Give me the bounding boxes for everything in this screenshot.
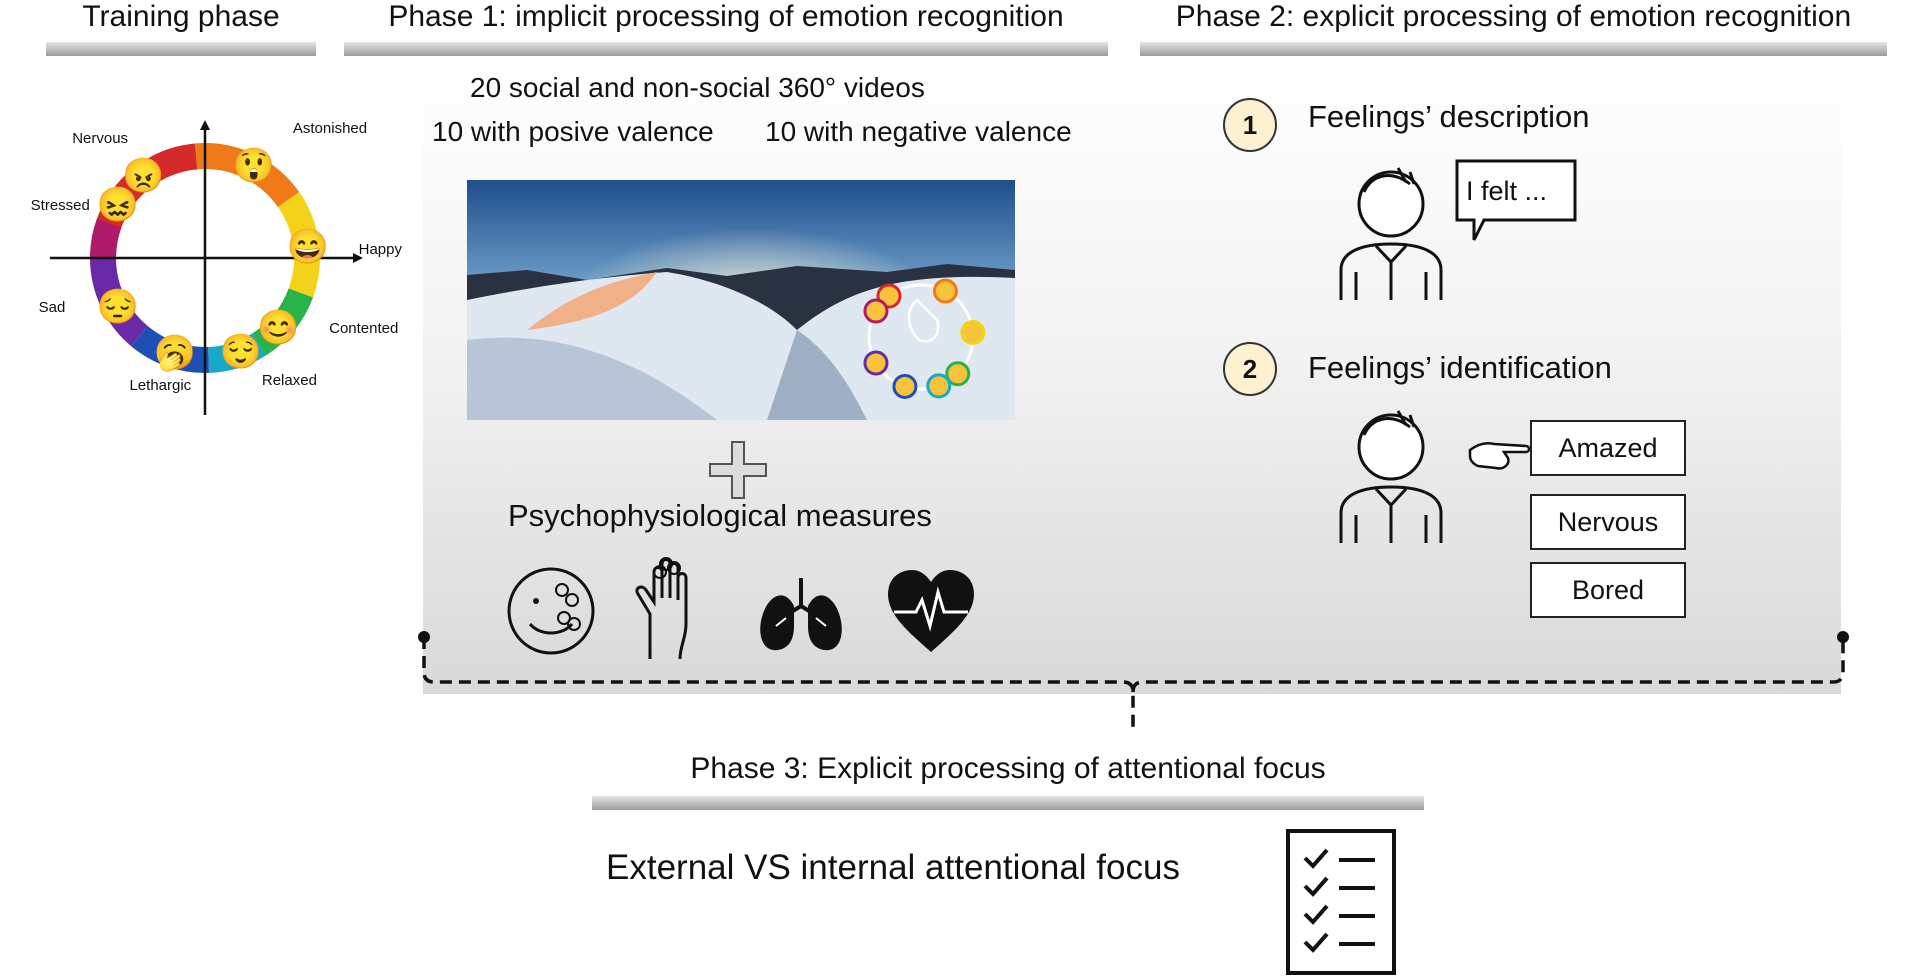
emotion-label-lethargic: Lethargic	[129, 377, 192, 394]
mini-emoji-happy	[960, 319, 986, 345]
emoji-nervous: 😠	[122, 156, 165, 195]
phase1-header: Phase 1: implicit processing of emotion …	[388, 0, 1064, 33]
emoji-astonished: 😲	[232, 146, 276, 185]
step2-label: Feelings’ identification	[1308, 350, 1612, 385]
mini-emoji-contented	[945, 361, 971, 387]
mini-emoji-relaxed	[926, 373, 952, 399]
option-bored[interactable]: Bored	[1530, 562, 1686, 618]
mini-emotion-wheel	[863, 278, 986, 399]
mini-emoji-stressed	[863, 298, 889, 324]
training-phase-header: Training phase	[82, 0, 280, 33]
mini-emoji-lethargic	[892, 373, 918, 399]
checklist-icon	[1286, 829, 1396, 975]
speech-bubble	[1455, 159, 1577, 241]
emotion-label-happy: Happy	[358, 241, 402, 259]
mini-emoji-sad	[863, 350, 889, 376]
positive-valence-line: 10 with posive valence	[432, 116, 714, 147]
person-icon	[1339, 410, 1443, 543]
hand-electrodes-icon	[635, 557, 688, 660]
speech-bubble-text: I felt ...	[1466, 176, 1548, 206]
wheel-y-arrow	[200, 120, 210, 130]
step2-badge: 2	[1223, 342, 1277, 396]
person-icon	[1339, 167, 1443, 300]
training-header-bar	[46, 42, 316, 56]
phase1-header-bar	[344, 42, 1108, 56]
emoji-lethargic: 🥱	[153, 334, 196, 372]
phase2-header: Phase 2: explicit processing of emotion …	[1175, 0, 1852, 33]
emotion-label-astonished: Astonished	[292, 119, 368, 137]
pointing-hand-icon	[1468, 442, 1531, 470]
emotion-label-sad: Sad	[38, 299, 66, 316]
phase3-header: Phase 3: Explicit processing of attentio…	[690, 752, 1326, 785]
emoji-relaxed: 😌	[219, 332, 263, 371]
negative-valence-line: 10 with negative valence	[765, 116, 1072, 147]
mini-emoji-astonished	[932, 278, 958, 304]
emoji-sad: 😔	[96, 288, 139, 326]
lungs-icon	[760, 578, 842, 651]
emotion-label-stressed: Stressed	[30, 197, 90, 214]
wheel-segment-sad	[90, 257, 149, 347]
phase3-header-bar	[592, 796, 1424, 810]
wheel-segment-astonished	[194, 143, 300, 208]
wheel-segment-lethargic	[131, 325, 210, 373]
emotion-label-nervous: Nervous	[72, 129, 129, 147]
emoji-happy: 😄	[286, 228, 329, 267]
wheel-segment-stressed	[90, 218, 122, 259]
option-nervous[interactable]: Nervous	[1530, 494, 1686, 550]
heart-ecg-icon	[888, 570, 974, 652]
emotion-label-contented: Contented	[329, 320, 399, 338]
emotion-wheel	[50, 120, 363, 415]
wheel-segment-contented	[251, 288, 314, 356]
emoji-contented: 😊	[257, 309, 300, 348]
attentional-focus-label: External VS internal attentional focus	[606, 848, 1180, 887]
wheel-segment-relaxed	[207, 333, 266, 373]
psychophysiological-measures-label: Psychophysiological measures	[508, 498, 932, 533]
phase2-header-bar	[1140, 42, 1887, 56]
face-electrodes-icon	[507, 567, 595, 655]
plus-icon	[709, 441, 767, 499]
step1-label: Feelings’ description	[1308, 99, 1590, 134]
wheel-x-arrow	[353, 253, 363, 263]
emoji-stressed: 😖	[96, 186, 139, 224]
step1-badge: 1	[1223, 98, 1277, 152]
option-amazed[interactable]: Amazed	[1530, 420, 1686, 476]
videos-line: 20 social and non-social 360° videos	[470, 72, 925, 103]
wheel-segment-happy	[277, 192, 320, 298]
panorama-video-image	[467, 180, 1015, 420]
emotion-label-relaxed: Relaxed	[261, 371, 317, 389]
